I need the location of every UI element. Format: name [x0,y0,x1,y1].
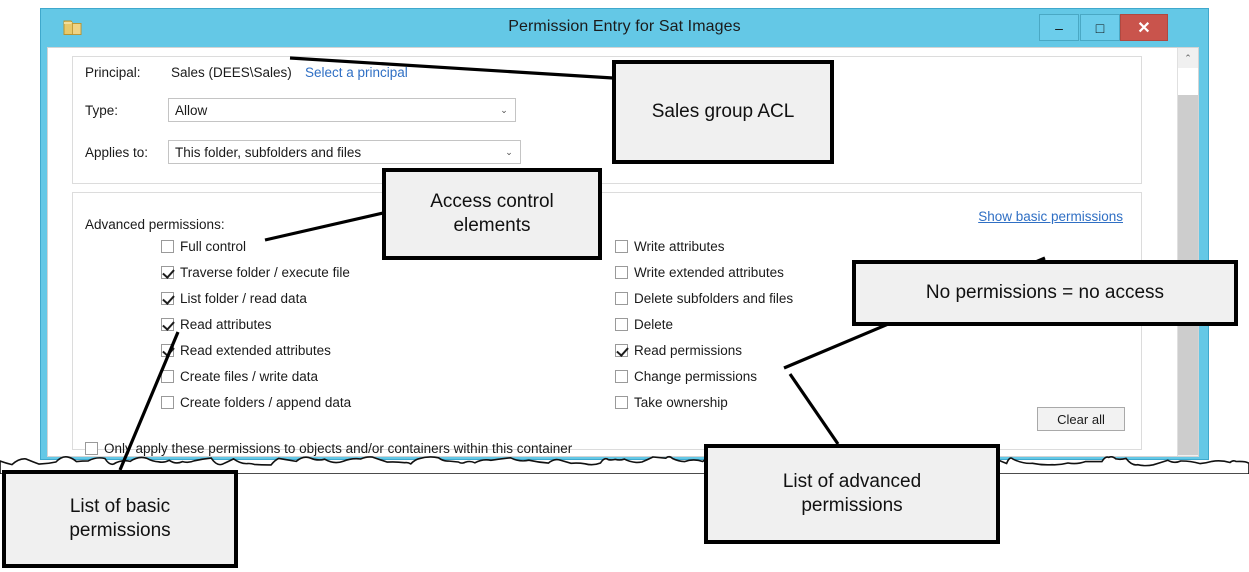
permission-checkbox[interactable] [161,396,174,409]
permission-row-right-0[interactable]: Write attributes [615,235,725,257]
principal-group: Principal: Sales (DEES\Sales) Select a p… [72,56,1142,184]
close-icon: ✕ [1137,18,1150,38]
minimize-icon: – [1055,20,1063,36]
permission-label: Read permissions [634,343,742,358]
callout-access-control-elements: Access control elements [382,168,602,260]
permission-checkbox[interactable] [161,266,174,279]
callout-text: List of advanced permissions [783,470,921,518]
permission-row-right-6[interactable]: Take ownership [615,391,728,413]
permission-checkbox[interactable] [615,292,628,305]
scrollbar-track[interactable] [1178,68,1198,95]
applies-to-label: Applies to: [85,145,148,160]
type-dropdown[interactable]: Allow ⌄ [168,98,516,122]
permission-row-left-1[interactable]: Traverse folder / execute file [161,261,350,283]
callout-text: Sales group ACL [652,100,795,124]
clear-all-label: Clear all [1057,412,1105,427]
advanced-permissions-heading: Advanced permissions: [85,217,225,232]
permission-checkbox[interactable] [615,318,628,331]
vertical-scrollbar[interactable]: ⌃ [1177,48,1198,456]
permission-label: Change permissions [634,369,757,384]
permission-row-right-5[interactable]: Change permissions [615,365,757,387]
permission-checkbox[interactable] [161,240,174,253]
permission-checkbox[interactable] [615,266,628,279]
dialog-content: Principal: Sales (DEES\Sales) Select a p… [48,48,1172,456]
callout-text: Access control elements [430,190,554,238]
permission-label: Traverse folder / execute file [180,265,350,280]
permission-checkbox[interactable] [615,396,628,409]
permission-label: Create files / write data [180,369,318,384]
permission-label: Delete subfolders and files [634,291,793,306]
maximize-button[interactable]: □ [1080,14,1120,41]
principal-value: Sales (DEES\Sales) [171,65,292,80]
window-title: Permission Entry for Sat Images [41,18,1208,36]
callout-text: No permissions = no access [926,281,1164,305]
permission-row-right-2[interactable]: Delete subfolders and files [615,287,793,309]
principal-label: Principal: [85,65,141,80]
applies-to-value: This folder, subfolders and files [169,145,498,160]
permission-checkbox[interactable] [615,240,628,253]
chevron-down-icon: ⌄ [493,105,515,116]
permission-label: Create folders / append data [180,395,351,410]
show-basic-permissions-link[interactable]: Show basic permissions [978,209,1123,224]
type-label: Type: [85,103,118,118]
permission-checkbox[interactable] [161,370,174,383]
permission-row-left-5[interactable]: Create files / write data [161,365,318,387]
permission-label: Read extended attributes [180,343,331,358]
permission-row-left-3[interactable]: Read attributes [161,313,272,335]
type-value: Allow [169,103,493,118]
permission-checkbox[interactable] [615,370,628,383]
callout-text: List of basic permissions [69,495,170,543]
scroll-up-arrow-icon[interactable]: ⌃ [1178,48,1198,68]
select-a-principal-link[interactable]: Select a principal [305,65,408,80]
permission-label: Write extended attributes [634,265,784,280]
permission-label: Delete [634,317,673,332]
callout-list-of-basic-permissions: List of basic permissions [2,470,238,568]
permission-row-right-3[interactable]: Delete [615,313,673,335]
permission-row-right-4[interactable]: Read permissions [615,339,742,361]
permission-row-right-1[interactable]: Write extended attributes [615,261,784,283]
permission-label: Full control [180,239,246,254]
chevron-down-icon: ⌄ [498,147,520,158]
callout-no-permissions-no-access: No permissions = no access [852,260,1238,326]
permission-label: Write attributes [634,239,725,254]
callout-list-of-advanced-permissions: List of advanced permissions [704,444,1000,544]
permission-row-left-0[interactable]: Full control [161,235,246,257]
title-bar[interactable]: Permission Entry for Sat Images – □ ✕ [41,9,1208,47]
permission-checkbox[interactable] [161,344,174,357]
callout-sales-group-acl: Sales group ACL [612,60,834,164]
permission-row-left-6[interactable]: Create folders / append data [161,391,351,413]
permission-checkbox[interactable] [161,292,174,305]
permission-label: Read attributes [180,317,272,332]
permission-checkbox[interactable] [615,344,628,357]
maximize-icon: □ [1096,20,1104,36]
permission-label: Take ownership [634,395,728,410]
permission-checkbox[interactable] [161,318,174,331]
permission-label: List folder / read data [180,291,307,306]
applies-to-dropdown[interactable]: This folder, subfolders and files ⌄ [168,140,521,164]
minimize-button[interactable]: – [1039,14,1079,41]
close-button[interactable]: ✕ [1120,14,1168,41]
permission-row-left-2[interactable]: List folder / read data [161,287,307,309]
clear-all-button[interactable]: Clear all [1037,407,1125,431]
permission-row-left-4[interactable]: Read extended attributes [161,339,331,361]
